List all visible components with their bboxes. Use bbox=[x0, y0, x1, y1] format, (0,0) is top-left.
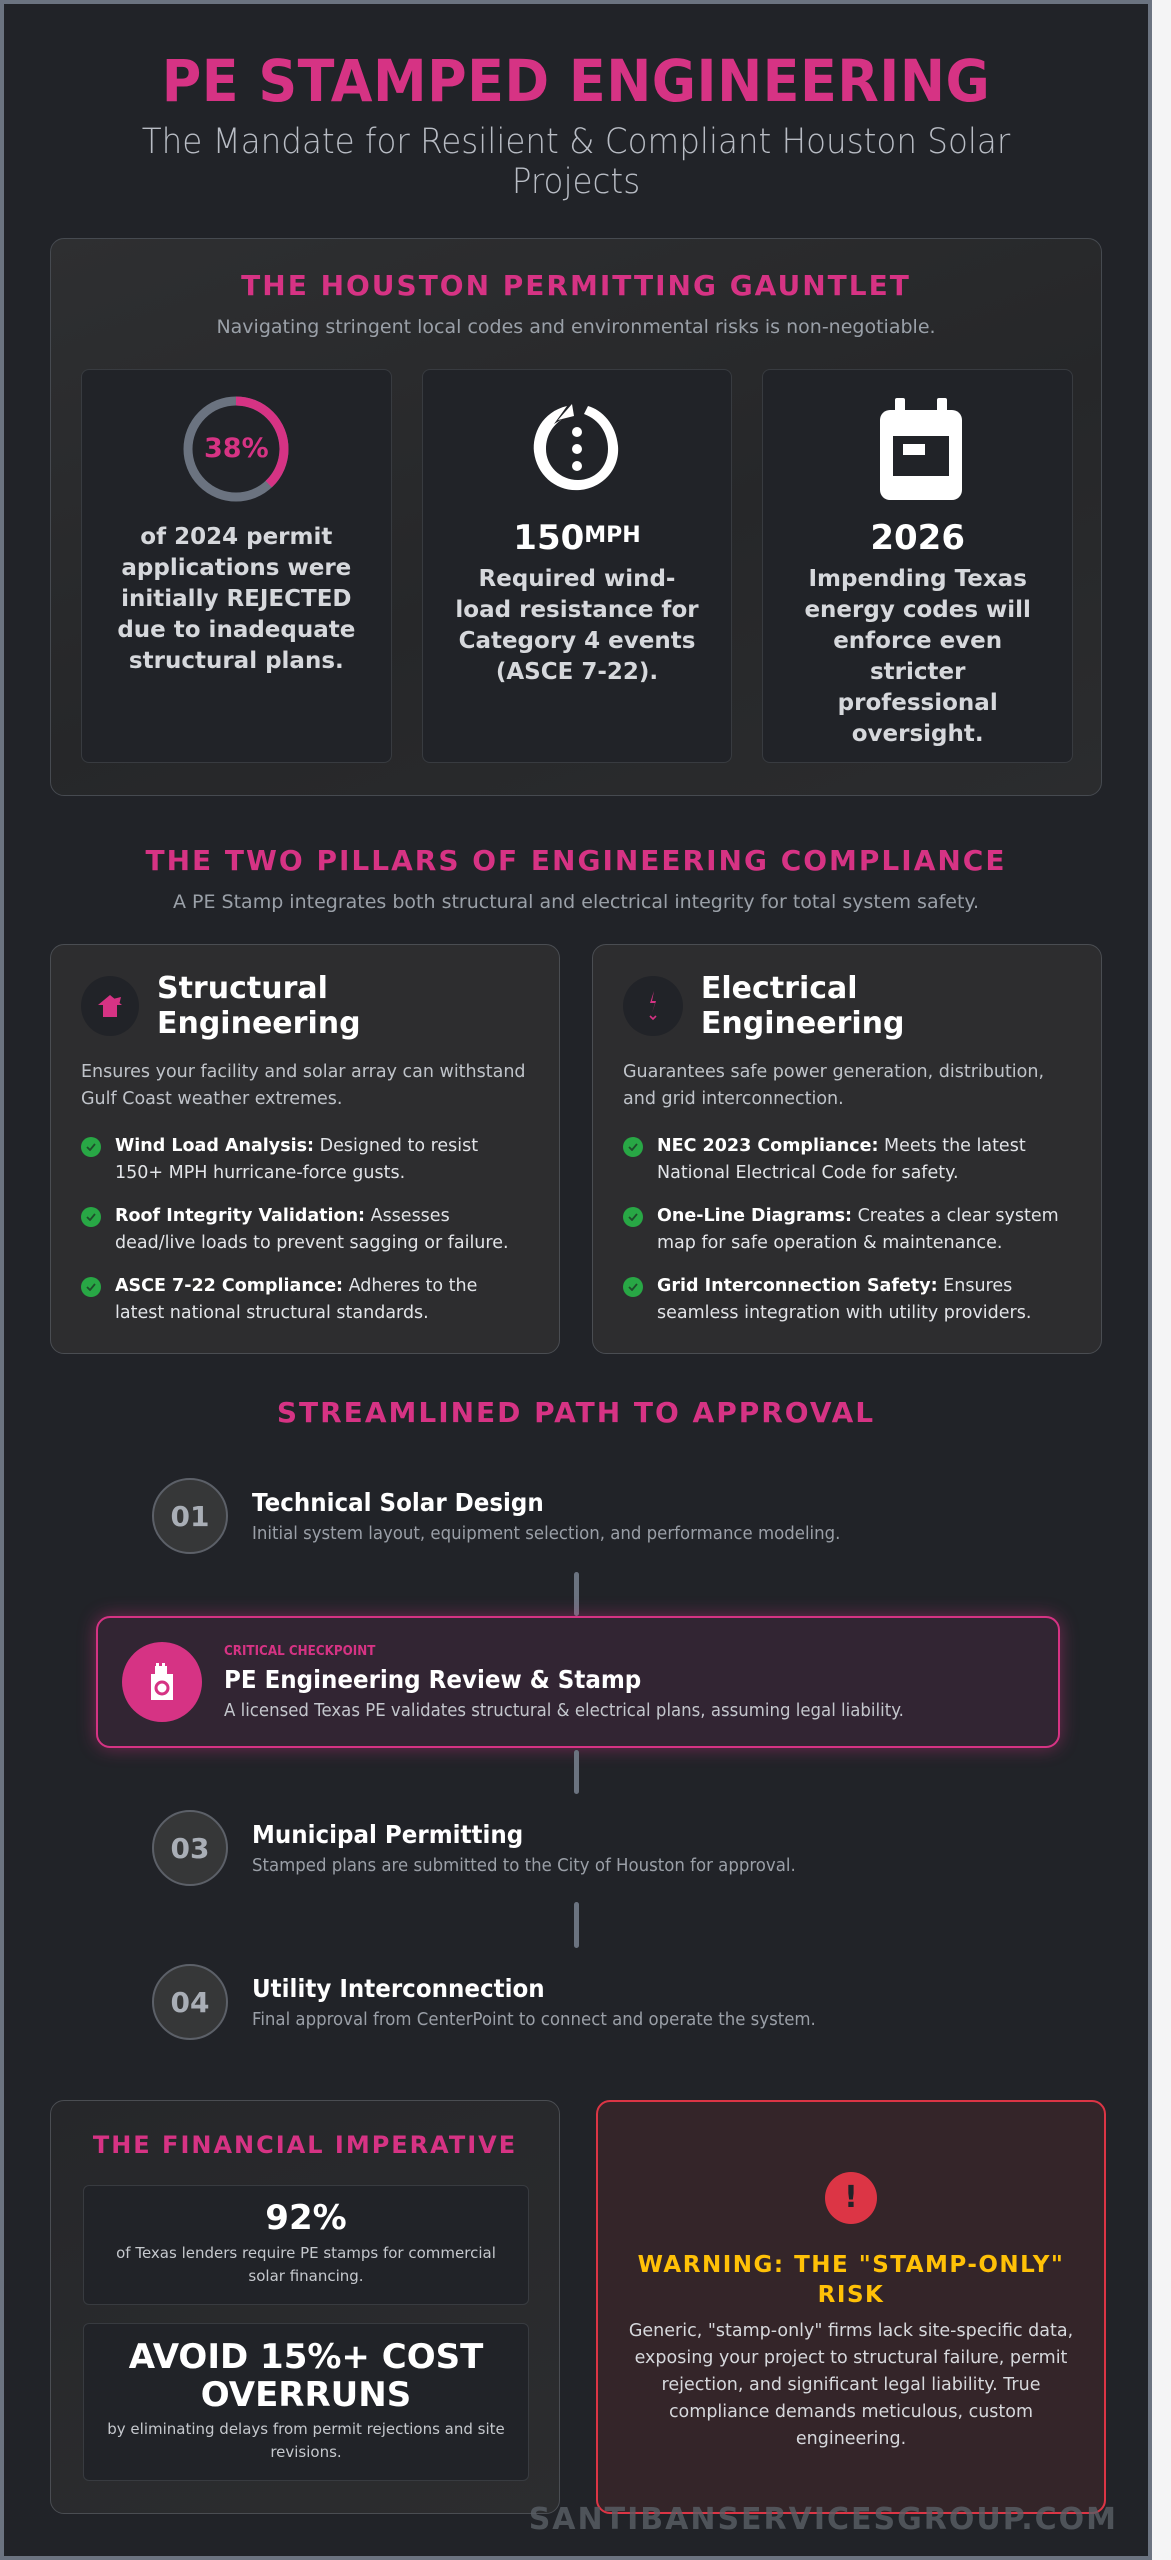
stat-description: of 2024 permit applications were initial… bbox=[117, 524, 356, 674]
finance-description: of Texas lenders require PE stamps for c… bbox=[116, 2244, 496, 2285]
stat-card-wind: 150MPH Required wind-load resistance for… bbox=[421, 369, 733, 763]
hurricane-icon bbox=[522, 394, 632, 504]
step-connector bbox=[574, 1572, 579, 1616]
structure-icon bbox=[81, 976, 139, 1036]
stat-value: 2026 bbox=[870, 518, 965, 558]
check-circle-icon bbox=[623, 1137, 643, 1157]
step-connector bbox=[574, 1902, 579, 1948]
pillar-title: Electrical Engineering bbox=[700, 971, 905, 1041]
check-list: Wind Load Analysis: Designed to resist 1… bbox=[81, 1133, 529, 1327]
list-item: Roof Integrity Validation: Assesses dead… bbox=[81, 1203, 529, 1257]
section-title: THE FINANCIAL IMPERATIVE bbox=[92, 2131, 518, 2159]
stat-description: Required wind-load resistance for Catego… bbox=[455, 566, 699, 685]
step-title: Utility Interconnection bbox=[252, 1974, 545, 2003]
pillar-card-structural: Structural Engineering Ensures your faci… bbox=[50, 944, 560, 1354]
section-subtitle: Navigating stringent local codes and env… bbox=[216, 316, 936, 338]
check-circle-icon bbox=[623, 1277, 643, 1297]
stat-value: 38% bbox=[204, 433, 269, 464]
check-list: NEC 2023 Compliance: Meets the latest Na… bbox=[623, 1133, 1071, 1327]
warning-title: WARNING: THE "STAMP-ONLY" RISK bbox=[637, 2252, 1065, 2308]
finance-value: 92% bbox=[265, 2198, 347, 2238]
stat-card-codes: 2026 Impending Texas energy codes will e… bbox=[762, 369, 1074, 763]
step-connector bbox=[574, 1750, 579, 1794]
step-description: Initial system layout, equipment selecti… bbox=[252, 1523, 841, 1544]
section-title: STREAMLINED PATH TO APPROVAL bbox=[276, 1396, 876, 1429]
warning-description: Generic, "stamp-only" firms lack site-sp… bbox=[628, 2321, 1074, 2449]
stamp-icon bbox=[122, 1642, 202, 1722]
list-item: Wind Load Analysis: Designed to resist 1… bbox=[81, 1133, 529, 1187]
step-description: Final approval from CenterPoint to conne… bbox=[252, 2009, 816, 2030]
step-title: PE Engineering Review & Stamp bbox=[224, 1664, 642, 1694]
stat-unit: MPH bbox=[584, 523, 641, 548]
step-description: Stamped plans are submitted to the City … bbox=[252, 1855, 796, 1876]
pillar-description: Ensures your facility and solar array ca… bbox=[81, 1062, 526, 1109]
step-number: 04 bbox=[152, 1964, 228, 2040]
section-subtitle: A PE Stamp integrates both structural an… bbox=[173, 891, 979, 913]
list-item: One-Line Diagrams: Creates a clear syste… bbox=[623, 1203, 1071, 1257]
list-item: ASCE 7-22 Compliance: Adheres to the lat… bbox=[81, 1273, 529, 1327]
pillar-description: Guarantees safe power generation, distri… bbox=[623, 1062, 1045, 1109]
finance-stat-overruns: AVOID 15%+ COST OVERRUNS by eliminating … bbox=[83, 2323, 529, 2481]
alert-icon: ! bbox=[825, 2172, 877, 2224]
stamp-only-warning-panel: ! WARNING: THE "STAMP-ONLY" RISK Generic… bbox=[596, 2100, 1106, 2514]
step-01: 01 Technical Solar Design Initial system… bbox=[152, 1478, 892, 1554]
finance-stat-lenders: 92% of Texas lenders require PE stamps f… bbox=[83, 2185, 529, 2305]
step-description: A licensed Texas PE validates structural… bbox=[224, 1699, 904, 1721]
pillar-title: Structural Engineering bbox=[156, 971, 361, 1041]
approval-path-header: STREAMLINED PATH TO APPROVAL bbox=[4, 1396, 1148, 1429]
watermark: SANTIBANSERVICESGROUP.COM bbox=[528, 2502, 1118, 2537]
check-circle-icon bbox=[81, 1137, 101, 1157]
page-title: PE STAMPED ENGINEERING bbox=[161, 47, 991, 115]
finance-description: by eliminating delays from permit reject… bbox=[107, 2420, 505, 2461]
bolt-icon bbox=[623, 976, 683, 1036]
stat-cards: 38% of 2024 permit applications were ini… bbox=[81, 369, 1074, 763]
progress-ring-icon: 38% bbox=[181, 394, 291, 504]
pillar-card-electrical: Electrical Engineering Guarantees safe p… bbox=[592, 944, 1102, 1354]
section-title: THE TWO PILLARS OF ENGINEERING COMPLIANC… bbox=[145, 844, 1007, 877]
permitting-gauntlet-panel: THE HOUSTON PERMITTING GAUNTLET Navigati… bbox=[50, 238, 1102, 796]
pillars-cards: Structural Engineering Ensures your faci… bbox=[50, 944, 1102, 1354]
step-title: Technical Solar Design bbox=[252, 1488, 544, 1517]
step-02-critical: CRITICAL CHECKPOINT PE Engineering Revie… bbox=[96, 1616, 1060, 1748]
check-circle-icon bbox=[623, 1207, 643, 1227]
step-04: 04 Utility Interconnection Final approva… bbox=[152, 1964, 865, 2040]
list-item: Grid Interconnection Safety: Ensures sea… bbox=[623, 1273, 1071, 1327]
stat-value: 150MPH bbox=[513, 518, 641, 558]
step-number: 01 bbox=[152, 1478, 228, 1554]
pillars-header: THE TWO PILLARS OF ENGINEERING COMPLIANC… bbox=[4, 844, 1148, 913]
financial-imperative-panel: THE FINANCIAL IMPERATIVE 92% of Texas le… bbox=[50, 2100, 560, 2514]
list-item: NEC 2023 Compliance: Meets the latest Na… bbox=[623, 1133, 1071, 1187]
step-03: 03 Municipal Permitting Stamped plans ar… bbox=[152, 1810, 843, 1886]
step-title: Municipal Permitting bbox=[252, 1820, 524, 1849]
critical-tag: CRITICAL CHECKPOINT bbox=[224, 1643, 376, 1659]
step-number: 03 bbox=[152, 1810, 228, 1886]
finance-value: AVOID 15%+ COST OVERRUNS bbox=[128, 2337, 484, 2415]
stat-card-rejection: 38% of 2024 permit applications were ini… bbox=[81, 369, 392, 763]
stat-description: Impending Texas energy codes will enforc… bbox=[804, 566, 1031, 747]
section-title: THE HOUSTON PERMITTING GAUNTLET bbox=[241, 269, 911, 302]
check-circle-icon bbox=[81, 1207, 101, 1227]
hero-header: PE STAMPED ENGINEERING The Mandate for R… bbox=[4, 4, 1148, 202]
check-circle-icon bbox=[81, 1277, 101, 1297]
page-subtitle: The Mandate for Resilient & Compliant Ho… bbox=[141, 122, 1011, 202]
calendar-icon bbox=[863, 394, 973, 504]
